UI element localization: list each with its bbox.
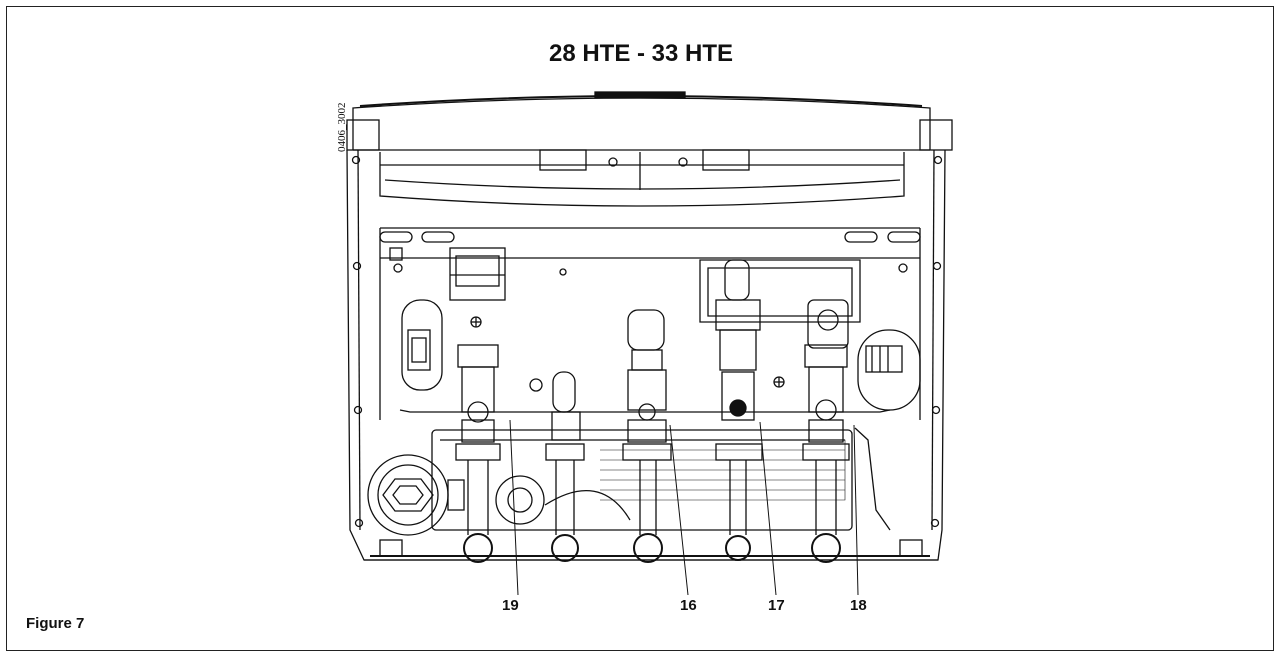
figure-title: 28 HTE - 33 HTE [548, 40, 734, 67]
filler-cap [367, 454, 465, 536]
base [364, 539, 938, 561]
callout-16: 16 [680, 597, 697, 614]
valve-4 [715, 259, 763, 561]
top-cover [352, 91, 931, 207]
valve-2 [529, 371, 585, 562]
leader-lines [509, 419, 859, 596]
callout-19: 19 [502, 597, 519, 614]
left-gauge-block [401, 299, 443, 391]
callout-18: 18 [850, 597, 867, 614]
valve-1 [455, 344, 501, 563]
back-plate [379, 227, 921, 420]
right-components [699, 259, 921, 411]
valve-5 [802, 344, 850, 563]
callout-17: 17 [768, 597, 785, 614]
lower-housing [399, 409, 891, 531]
figure-caption: Figure 7 [26, 615, 85, 632]
valve-3 [622, 309, 672, 563]
figure-frame [6, 6, 1274, 651]
